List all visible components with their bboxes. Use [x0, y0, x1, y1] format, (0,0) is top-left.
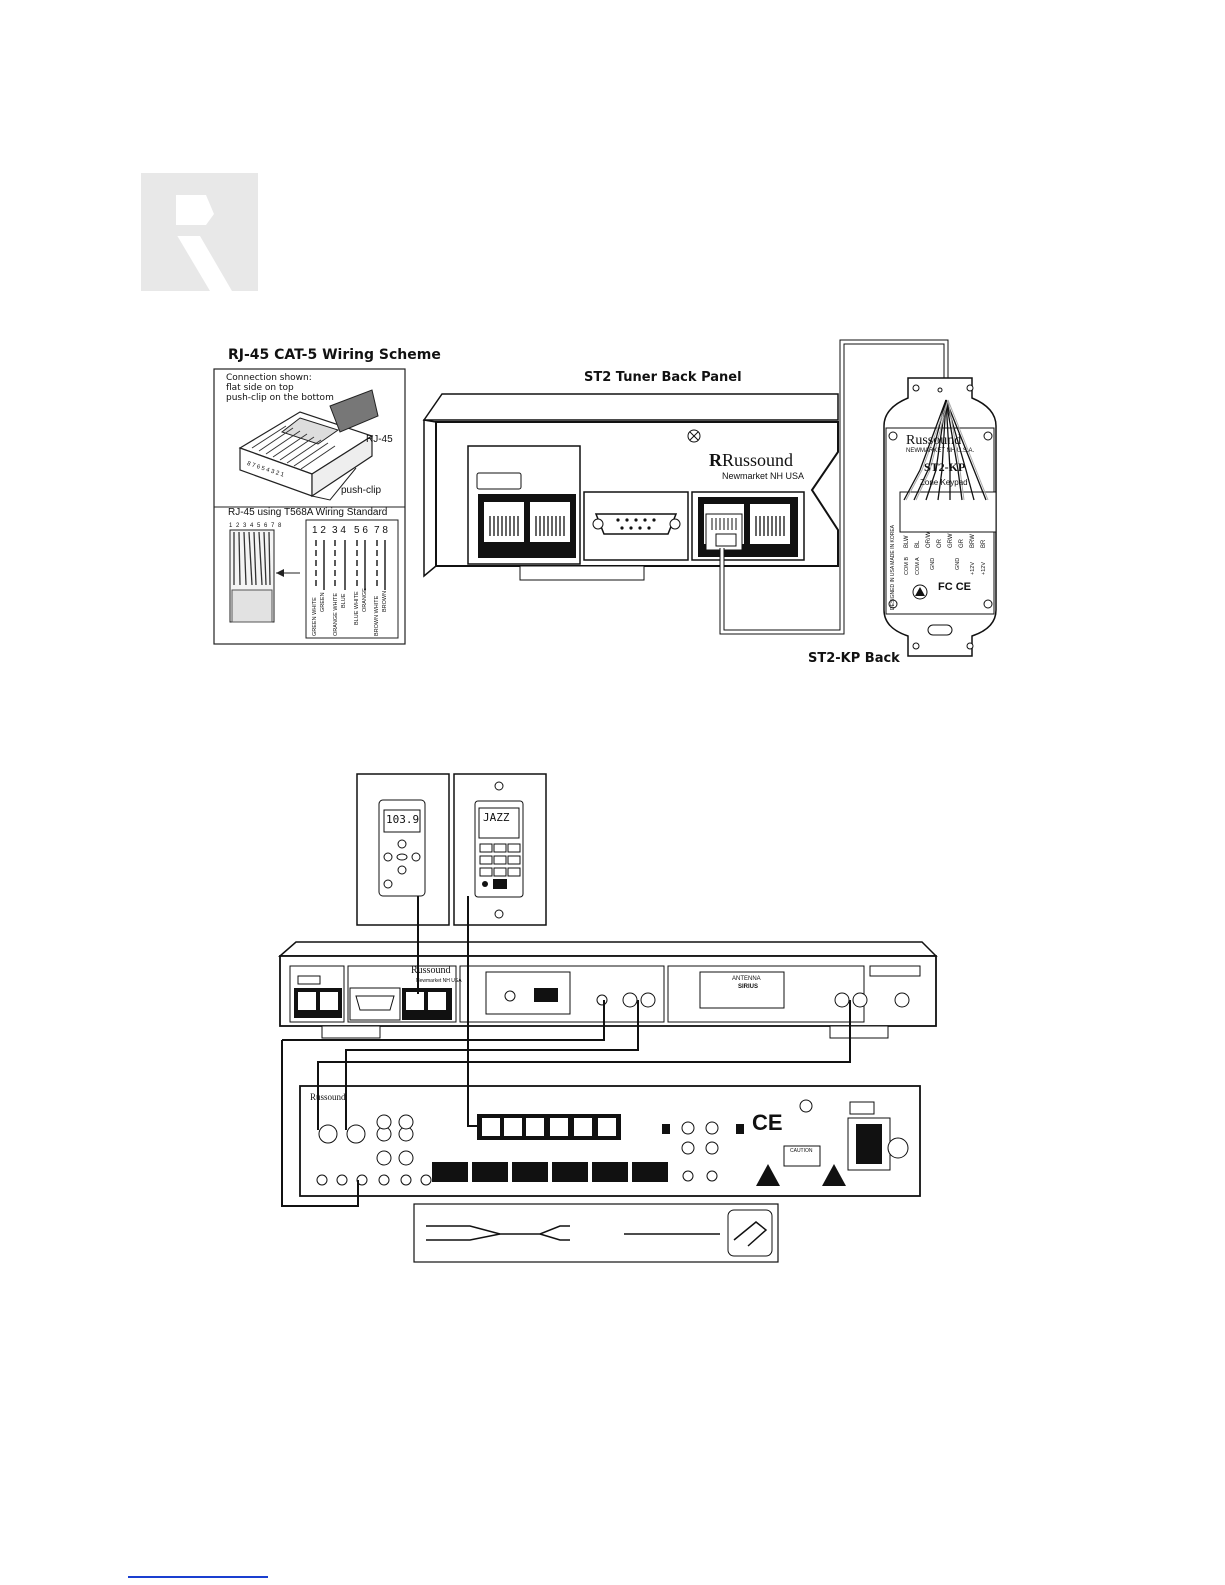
push-clip-label: push-clip	[341, 485, 382, 496]
tuner-r-icon: R	[709, 450, 722, 470]
antenna-brand: SIRIUS	[738, 984, 759, 990]
pair-1-2: 1 2	[312, 525, 326, 536]
cable-end-drawing	[229, 529, 300, 623]
keypad-display-2: JAZZ	[483, 811, 510, 824]
note-line-2: flat side on top	[226, 383, 294, 393]
tuner-brand: RRussound	[709, 450, 793, 471]
keypad-display-1: 103.9	[386, 813, 420, 826]
rj45-plug-drawing	[238, 389, 379, 501]
tuner-brand-text: Russound	[722, 450, 794, 470]
tuner-panel-title: ST2 Tuner Back Panel	[584, 370, 742, 385]
keypad-cert: FC CE	[938, 581, 971, 593]
ce-mark: CE	[752, 1110, 783, 1135]
note-line-3: push-clip on the bottom	[226, 393, 334, 403]
pair-3-4: 3 4	[332, 525, 346, 536]
note-line-1: Connection shown:	[226, 373, 312, 383]
amp-brand: Russound	[310, 1092, 346, 1102]
caution-label: CAUTION	[790, 1148, 813, 1154]
system-tuner-brand: Russound	[411, 965, 451, 976]
pair-7-8: 7 8	[374, 525, 388, 536]
keypad-brand-sub: NEWMARKET NH U.S.A.	[906, 448, 975, 454]
system-tuner-brand-sub: Newmarket NH USA	[416, 978, 462, 984]
plug-label: RJ-45	[366, 434, 393, 445]
keypad-back-label: ST2-KP Back	[808, 651, 900, 666]
rj45-title: RJ-45 CAT-5 Wiring Scheme	[228, 347, 441, 363]
keypad-model: ST2-KP	[924, 460, 966, 474]
antenna-label: ANTENNA	[732, 976, 761, 982]
connection-note: Connection shown: flat side on top push-…	[226, 373, 334, 403]
standard-title: RJ-45 using T568A Wiring Standard	[228, 507, 388, 518]
cable-pin-numbers: 1 2 3 4 5 6 7 8	[229, 523, 283, 529]
pair-5-6: 5 6	[354, 525, 368, 536]
keypad-brand: Russound	[906, 433, 962, 448]
keypad-model-sub: Zone Keypad	[920, 478, 968, 487]
tuner-brand-sub: Newmarket NH USA	[722, 471, 805, 481]
footer-link-underline[interactable]	[128, 1576, 268, 1578]
